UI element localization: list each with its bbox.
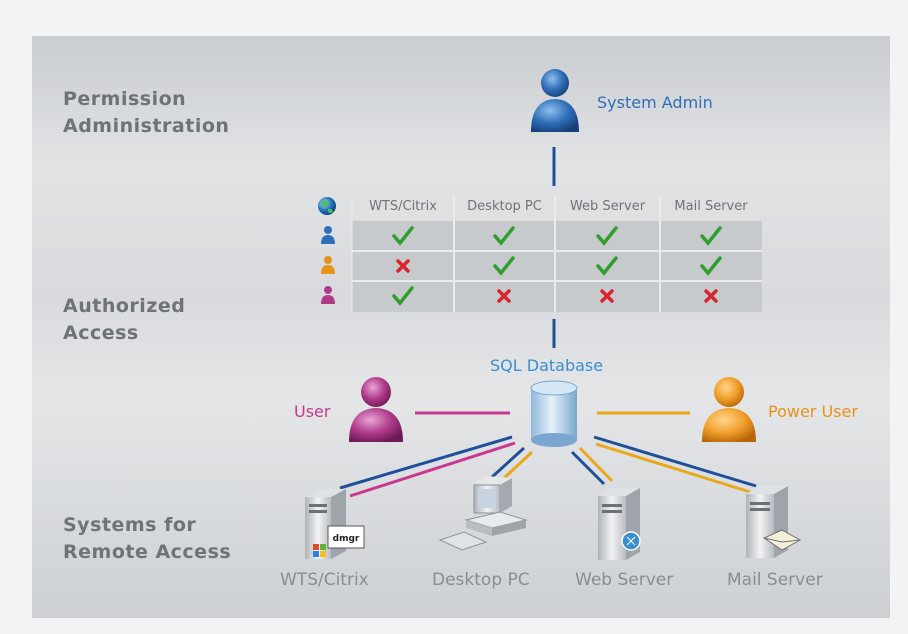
section-authorized-access: Authorized Access [63,293,185,347]
database-to-mailserver-line [593,435,757,488]
power-user-icon [702,377,756,442]
check-mark-icon [392,286,414,306]
section-permission-administration: Permission Administration [63,86,229,140]
database-to-wts-line [339,435,513,490]
section-label-line: Authorized [63,295,186,317]
section-label-line: Access [63,322,139,344]
admin-user-icon [321,226,335,244]
database-to-webserver-line-power [578,446,614,483]
database-icon [530,380,578,447]
user-icon [321,286,335,304]
sql-database-label: SQL Database [490,356,604,375]
wts-citrix-server-icon: dmgr [305,489,365,559]
mail-server-icon [746,486,802,558]
check-mark-icon [493,256,515,276]
user-icon [349,377,403,442]
section-label-line: Permission [63,88,187,110]
access-matrix [318,196,762,312]
cross-mark-icon [704,289,718,303]
check-mark-icon [700,226,722,246]
system-label-desktop-pc: Desktop PC [432,570,530,590]
section-label-line: Systems for [63,514,197,536]
system-admin-icon [531,69,579,132]
matrix-marks [392,226,722,306]
check-mark-icon [596,256,618,276]
matrix-header-mail-server: Mail Server [674,199,748,214]
cross-mark-icon [497,289,511,303]
system-label-wts-citrix: WTS/Citrix [280,570,369,590]
system-admin-label: System Admin [597,93,713,112]
cross-mark-icon [396,259,410,273]
globe-icon [318,197,336,215]
section-label-line: Administration [63,115,230,137]
svg-text:dmgr: dmgr [333,534,360,544]
power-user-icon [321,256,335,274]
envelope-icon [762,529,802,551]
power-user-label: Power User [768,402,858,421]
matrix-header-web-server: Web Server [569,199,646,214]
section-systems-remote-access: Systems for Remote Access [63,512,231,566]
database-to-desktop-line [490,446,526,479]
desktop-pc-icon [438,476,528,551]
database-to-webserver-line [570,450,606,486]
system-label-web-server: Web Server [575,570,674,590]
check-mark-icon [596,226,618,246]
database-to-wts-line-user [349,441,516,498]
web-server-icon [598,488,641,560]
matrix-header-desktop-pc: Desktop PC [467,199,542,214]
database-to-mailserver-line-power [595,442,751,494]
cross-mark-icon [600,289,614,303]
section-label-line: Remote Access [63,541,232,563]
matrix-header-wts-citrix: WTS/Citrix [369,199,437,214]
system-label-mail-server: Mail Server [727,570,823,590]
check-mark-icon [700,256,722,276]
database-to-desktop-line-power [500,450,534,482]
check-mark-icon [392,226,414,246]
user-label: User [294,402,331,421]
check-mark-icon [493,226,515,246]
windows-logo-icon [313,544,326,557]
